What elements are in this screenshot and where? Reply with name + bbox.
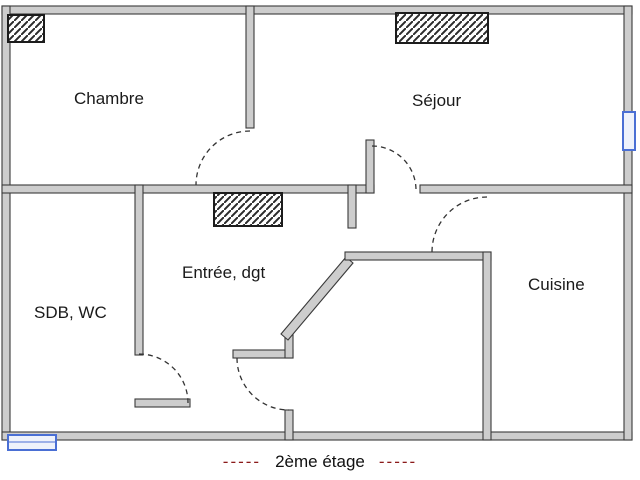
window-hatch-top-left bbox=[7, 14, 45, 43]
window-hatch-sejour bbox=[395, 12, 489, 44]
wall-middle-left bbox=[1, 184, 375, 194]
wall-sejour-door-jamb bbox=[365, 139, 375, 194]
wall-sdb-door-stub bbox=[134, 398, 191, 408]
wall-stairs-left-lower bbox=[284, 409, 294, 441]
wall-bottom bbox=[1, 431, 633, 441]
window-right-edge bbox=[622, 111, 636, 151]
door-arc-chambre bbox=[195, 130, 251, 186]
room-label-sdb: SDB, WC bbox=[34, 303, 107, 322]
wall-right bbox=[623, 5, 633, 441]
wall-left bbox=[1, 5, 11, 441]
wall-stairs-top bbox=[344, 251, 492, 261]
door-arc-cuisine bbox=[431, 196, 488, 253]
caption-dash-right: ----- bbox=[379, 452, 417, 471]
wall-middle-right bbox=[419, 184, 633, 194]
wall-sdb-divider bbox=[134, 184, 144, 356]
wall-stairs-diagonal bbox=[280, 256, 354, 341]
wall-top bbox=[1, 5, 633, 15]
caption-dash-left: ----- bbox=[223, 452, 261, 471]
room-label-cuisine: Cuisine bbox=[528, 275, 585, 294]
floor-caption: ----- 2ème étage ----- bbox=[223, 452, 417, 471]
wall-hall-stub bbox=[347, 184, 357, 229]
wall-chambre-sejour-divider bbox=[245, 5, 255, 129]
room-label-entree: Entrée, dgt bbox=[182, 263, 265, 282]
wall-stairs-door-stub bbox=[232, 349, 294, 359]
room-label-sejour: Séjour bbox=[412, 91, 461, 110]
door-arc-stairs bbox=[236, 357, 290, 411]
caption-title: 2ème étage bbox=[275, 452, 365, 471]
room-label-chambre: Chambre bbox=[74, 89, 144, 108]
door-arc-sdb bbox=[138, 353, 189, 404]
wall-cuisine-divider bbox=[482, 251, 492, 441]
vent-hatch-middle bbox=[213, 192, 283, 227]
